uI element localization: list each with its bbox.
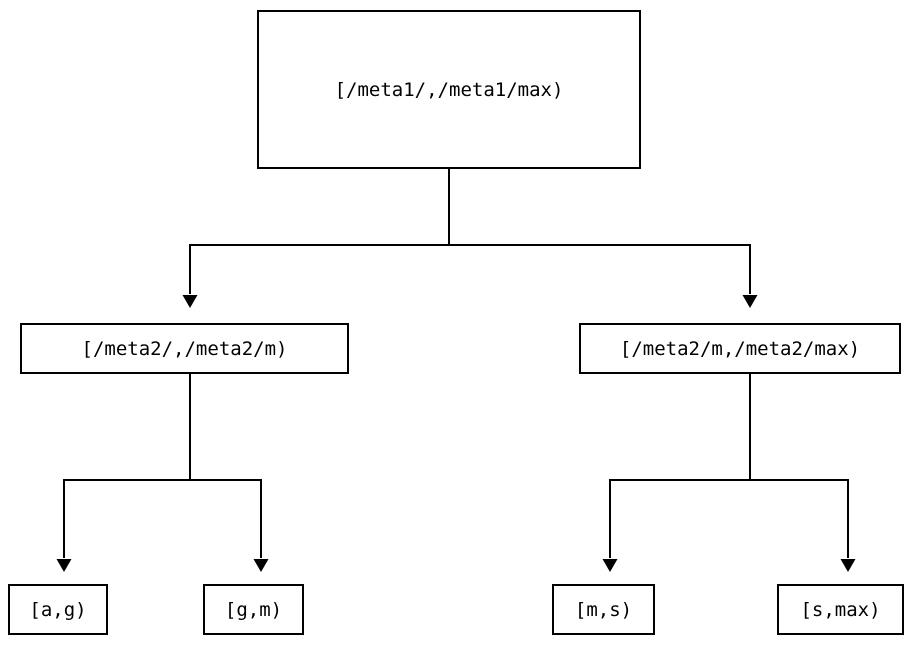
connectors-layer — [56, 168, 856, 572]
connector-path — [189, 373, 262, 558]
arrowhead-down-icon — [182, 295, 198, 308]
edge-meta2-low-to-leaf-g-m — [189, 373, 269, 572]
tree-node-leaf-g-m[interactable]: [g,m) — [203, 584, 304, 635]
tree-node-meta2-high[interactable]: [/meta2/m,/meta2/max) — [579, 323, 901, 374]
node-label-leaf-a-g: [a,g) — [29, 599, 86, 621]
node-box-leaf-a-g[interactable] — [8, 584, 108, 635]
node-box-leaf-g-m[interactable] — [203, 584, 304, 635]
connector-path — [63, 373, 191, 558]
tree-node-leaf-m-s[interactable]: [m,s) — [552, 584, 655, 635]
node-label-leaf-m-s: [m,s) — [575, 599, 632, 621]
node-box-leaf-m-s[interactable] — [552, 584, 655, 635]
edge-root-to-meta2-low — [182, 168, 450, 308]
arrowhead-down-icon — [253, 559, 269, 572]
connector-path — [448, 168, 751, 294]
connector-path — [189, 168, 450, 294]
arrowhead-down-icon — [840, 559, 856, 572]
tree-node-meta2-low[interactable]: [/meta2/,/meta2/m) — [20, 323, 349, 374]
tree-node-root[interactable]: [/meta1/,/meta1/max) — [257, 10, 641, 169]
node-box-leaf-s-max[interactable] — [777, 584, 904, 635]
tree-node-leaf-a-g[interactable]: [a,g) — [8, 584, 108, 635]
edge-meta2-low-to-leaf-a-g — [56, 373, 191, 572]
node-label-root: [/meta1/,/meta1/max) — [335, 79, 564, 101]
arrowhead-down-icon — [742, 295, 758, 308]
node-box-meta2-high[interactable] — [579, 323, 901, 374]
node-label-leaf-g-m: [g,m) — [225, 599, 282, 621]
connector-path — [609, 373, 751, 558]
node-label-meta2-high: [/meta2/m,/meta2/max) — [620, 338, 860, 360]
arrowhead-down-icon — [56, 559, 72, 572]
node-box-root[interactable] — [257, 10, 641, 169]
connector-path — [749, 373, 849, 558]
tree-node-leaf-s-max[interactable]: [s,max) — [777, 584, 904, 635]
arrowhead-down-icon — [602, 559, 618, 572]
node-label-leaf-s-max: [s,max) — [800, 599, 880, 621]
edge-meta2-high-to-leaf-m-s — [602, 373, 751, 572]
edge-meta2-high-to-leaf-s-max — [749, 373, 856, 572]
edge-root-to-meta2-high — [448, 168, 758, 308]
node-label-meta2-low: [/meta2/,/meta2/m) — [82, 338, 288, 360]
nodes-layer: [/meta1/,/meta1/max) [/meta2/,/meta2/m) [/… — [8, 10, 904, 635]
node-box-meta2-low[interactable] — [20, 323, 349, 374]
